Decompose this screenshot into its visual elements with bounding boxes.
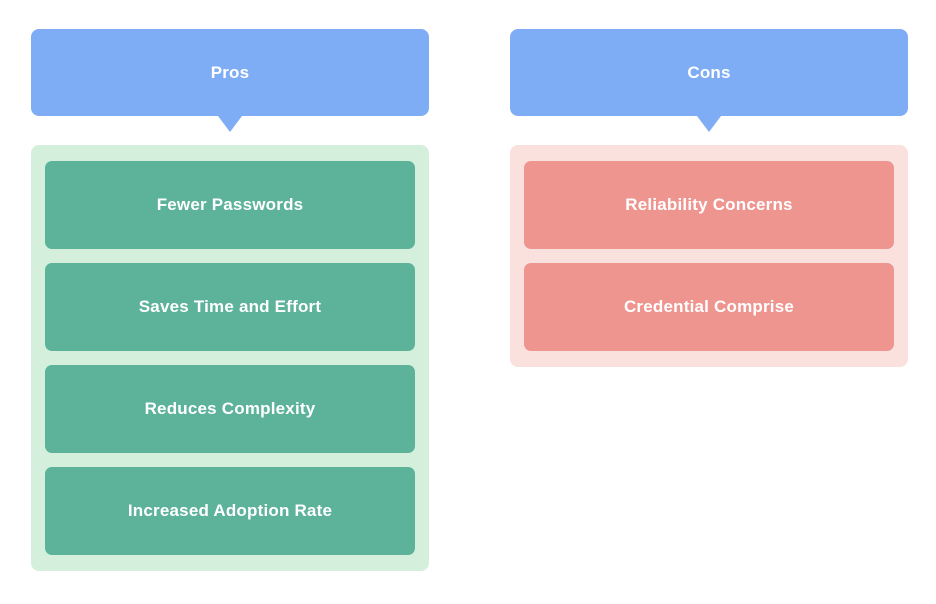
pros-item-label: Saves Time and Effort: [138, 296, 322, 316]
cons-item-label: Reliability Concerns: [625, 194, 793, 214]
pros-item-label: Reduces Complexity: [144, 398, 316, 418]
pros-pointer-triangle-icon: [218, 116, 242, 132]
pros-item[interactable]: Increased Adoption Rate: [45, 467, 415, 555]
cons-column: Cons Reliability Concerns Credential Com…: [510, 29, 908, 367]
pros-item-label: Fewer Passwords: [156, 194, 304, 214]
cons-header[interactable]: Cons: [510, 29, 908, 132]
cons-item-label: Credential Comprise: [623, 296, 795, 316]
pros-items-container: Fewer Passwords Saves Time and Effort Re…: [31, 145, 429, 571]
pros-item[interactable]: Fewer Passwords: [45, 161, 415, 249]
pros-item-label: Increased Adoption Rate: [127, 500, 333, 520]
pros-header-label: Pros: [210, 63, 250, 82]
cons-header-label: Cons: [687, 63, 731, 82]
pros-header[interactable]: Pros: [31, 29, 429, 132]
cons-pointer-triangle-icon: [697, 116, 721, 132]
pros-column: Pros Fewer Passwords Saves Time and Effo…: [31, 29, 429, 571]
cons-item[interactable]: Reliability Concerns: [524, 161, 894, 249]
cons-item[interactable]: Credential Comprise: [524, 263, 894, 351]
cons-items-container: Reliability Concerns Credential Comprise: [510, 145, 908, 367]
pros-item[interactable]: Saves Time and Effort: [45, 263, 415, 351]
pros-item[interactable]: Reduces Complexity: [45, 365, 415, 453]
